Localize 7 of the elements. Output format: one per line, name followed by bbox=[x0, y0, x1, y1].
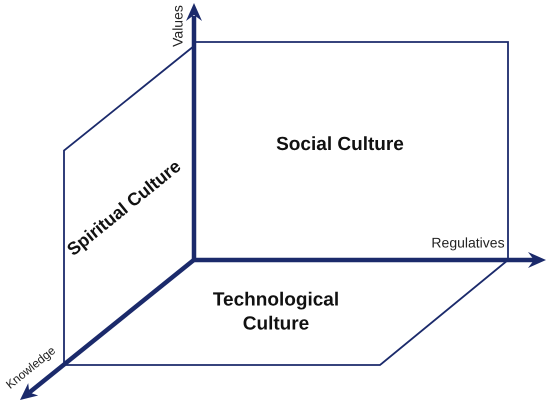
rectangular-plane bbox=[194, 42, 508, 260]
axis-label: Regulatives bbox=[431, 235, 505, 251]
parallelogram-plane bbox=[64, 46, 194, 365]
plane-label: Social Culture bbox=[276, 133, 404, 157]
axis-label: Values bbox=[170, 5, 186, 47]
parallelogram-plane bbox=[64, 260, 508, 365]
plane-label: Technological Culture bbox=[212, 288, 340, 336]
